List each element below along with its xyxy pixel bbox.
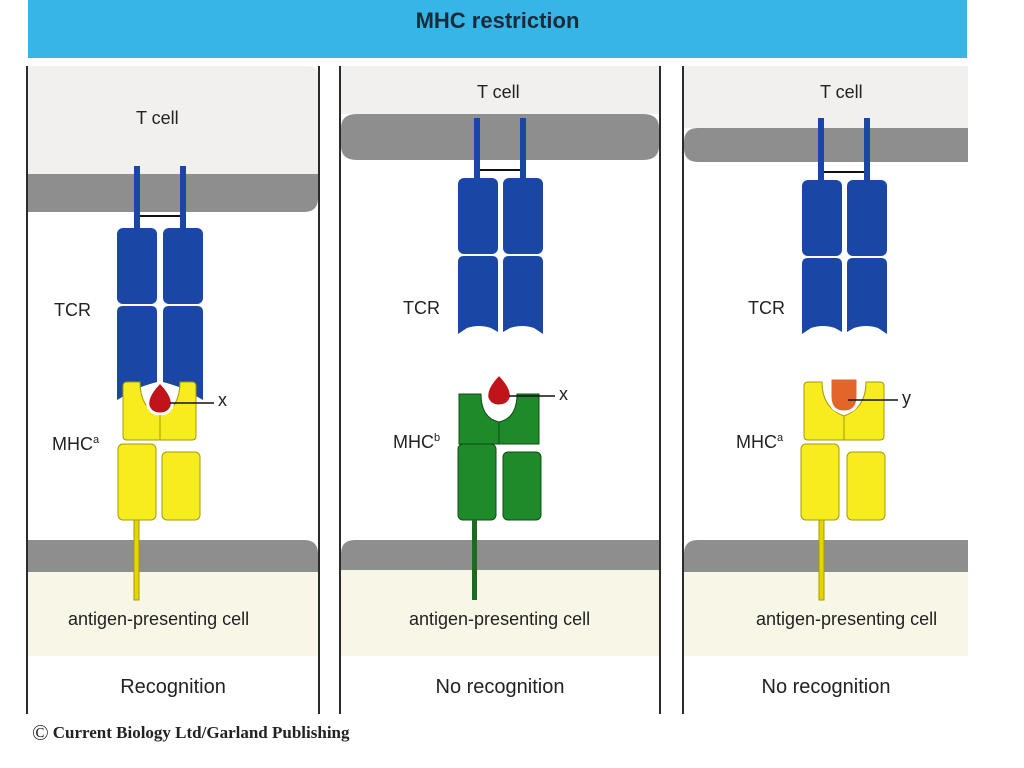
mhc-a-beta2m bbox=[161, 451, 201, 521]
apc-membrane bbox=[28, 540, 318, 572]
tcr-stem-left bbox=[818, 118, 824, 182]
tcr-label: TCR bbox=[54, 300, 91, 320]
tcr-alpha-constant bbox=[117, 228, 157, 304]
mhc-a-alpha3 bbox=[117, 443, 157, 521]
peptide-label: y bbox=[902, 388, 911, 408]
peptide-label: x bbox=[559, 384, 568, 404]
mhc-a-alpha3 bbox=[800, 443, 840, 521]
panel-caption: No recognition bbox=[761, 676, 891, 698]
mhc-a-alpha1 bbox=[803, 381, 845, 441]
tcr-stem-left bbox=[474, 118, 480, 180]
panel-no-recognition-mhc-b: T cell TCR MHCb x antigen-presenting cel… bbox=[339, 66, 661, 714]
mhc-superscript: a bbox=[93, 434, 100, 446]
mhc-label: MHCa bbox=[736, 432, 783, 453]
mhc-b-alpha3 bbox=[457, 443, 497, 521]
tcr-beta-variable bbox=[847, 258, 887, 334]
copyright-icon: © bbox=[32, 720, 49, 745]
tcr-beta-constant bbox=[847, 180, 887, 256]
tcr-stem-right bbox=[864, 118, 870, 182]
tcell-label: T cell bbox=[136, 108, 179, 128]
mhc-superscript: b bbox=[434, 432, 441, 444]
apc-membrane bbox=[341, 540, 659, 570]
tcell-cytoplasm bbox=[28, 66, 318, 174]
tcell-cytoplasm bbox=[341, 66, 659, 114]
panel-no-recognition-peptide-y: T cell TCR MHCa y antigen-presenting cel… bbox=[682, 66, 968, 714]
tcr-alpha-variable bbox=[802, 258, 842, 334]
tcell-label: T cell bbox=[477, 82, 520, 102]
tcr-stem-right bbox=[520, 118, 526, 180]
mhc-superscript: a bbox=[777, 432, 784, 444]
tcr-alpha-variable bbox=[458, 256, 498, 334]
panel-peptide-y-drawing bbox=[684, 66, 968, 656]
apc-label: antigen-presenting cell bbox=[756, 609, 938, 629]
tcr-label: TCR bbox=[748, 298, 785, 318]
mhc-b-transmembrane-stem bbox=[472, 520, 477, 600]
mhc-label-text: MHC bbox=[393, 432, 434, 452]
panel-recognition: T cell TCR MHCa x antigen-presenting cel… bbox=[26, 66, 320, 714]
tcr-label: TCR bbox=[403, 298, 440, 318]
tcr-alpha-constant bbox=[458, 178, 498, 254]
apc-cytoplasm bbox=[684, 572, 968, 656]
tcr-beta-variable bbox=[503, 256, 543, 334]
mhc-label-text: MHC bbox=[736, 432, 777, 452]
apc-label: antigen-presenting cell bbox=[68, 609, 250, 629]
mhc-label-text: MHC bbox=[52, 434, 93, 454]
peptide-label: x bbox=[218, 390, 227, 410]
mhc-a-beta2m bbox=[846, 451, 886, 521]
panel-recognition-drawing bbox=[28, 66, 318, 656]
tcr-alpha-constant bbox=[802, 180, 842, 256]
tcr-alpha-variable bbox=[117, 306, 157, 400]
apc-membrane bbox=[684, 540, 968, 572]
mhc-label: MHCa bbox=[52, 434, 99, 455]
mhc-a-transmembrane-stem bbox=[133, 519, 140, 601]
copyright-notice: ©Current Biology Ltd/Garland Publishing bbox=[32, 720, 350, 746]
apc-label: antigen-presenting cell bbox=[409, 609, 591, 629]
header-bar: MHC restriction bbox=[28, 0, 967, 58]
mhc-label: MHCb bbox=[393, 432, 440, 453]
tcr-stem-left bbox=[134, 166, 140, 230]
tcr-beta-constant bbox=[163, 228, 203, 304]
tcr-beta-constant bbox=[503, 178, 543, 254]
tcell-membrane bbox=[28, 174, 318, 212]
mhc-a-transmembrane-stem bbox=[818, 519, 825, 601]
peptide-y bbox=[828, 376, 860, 414]
panel-caption: Recognition bbox=[120, 676, 226, 698]
mhc-b-beta2m bbox=[502, 451, 542, 521]
tcell-cytoplasm bbox=[684, 66, 968, 128]
tcell-membrane bbox=[684, 128, 968, 162]
copyright-text: Current Biology Ltd/Garland Publishing bbox=[52, 723, 350, 742]
panel-caption: No recognition bbox=[435, 676, 565, 698]
panel-mhc-b-drawing bbox=[341, 66, 659, 656]
peptide-x bbox=[485, 371, 513, 408]
apc-cytoplasm bbox=[341, 570, 659, 656]
tcell-membrane bbox=[341, 114, 659, 160]
apc-cytoplasm bbox=[28, 572, 318, 656]
diagram-title: MHC restriction bbox=[415, 8, 580, 33]
tcell-label: T cell bbox=[820, 82, 863, 102]
mhc-a-alpha2 bbox=[843, 381, 885, 441]
tcr-stem-right bbox=[180, 166, 186, 230]
peptide-x bbox=[146, 379, 174, 416]
tcr-beta-variable bbox=[163, 306, 203, 400]
